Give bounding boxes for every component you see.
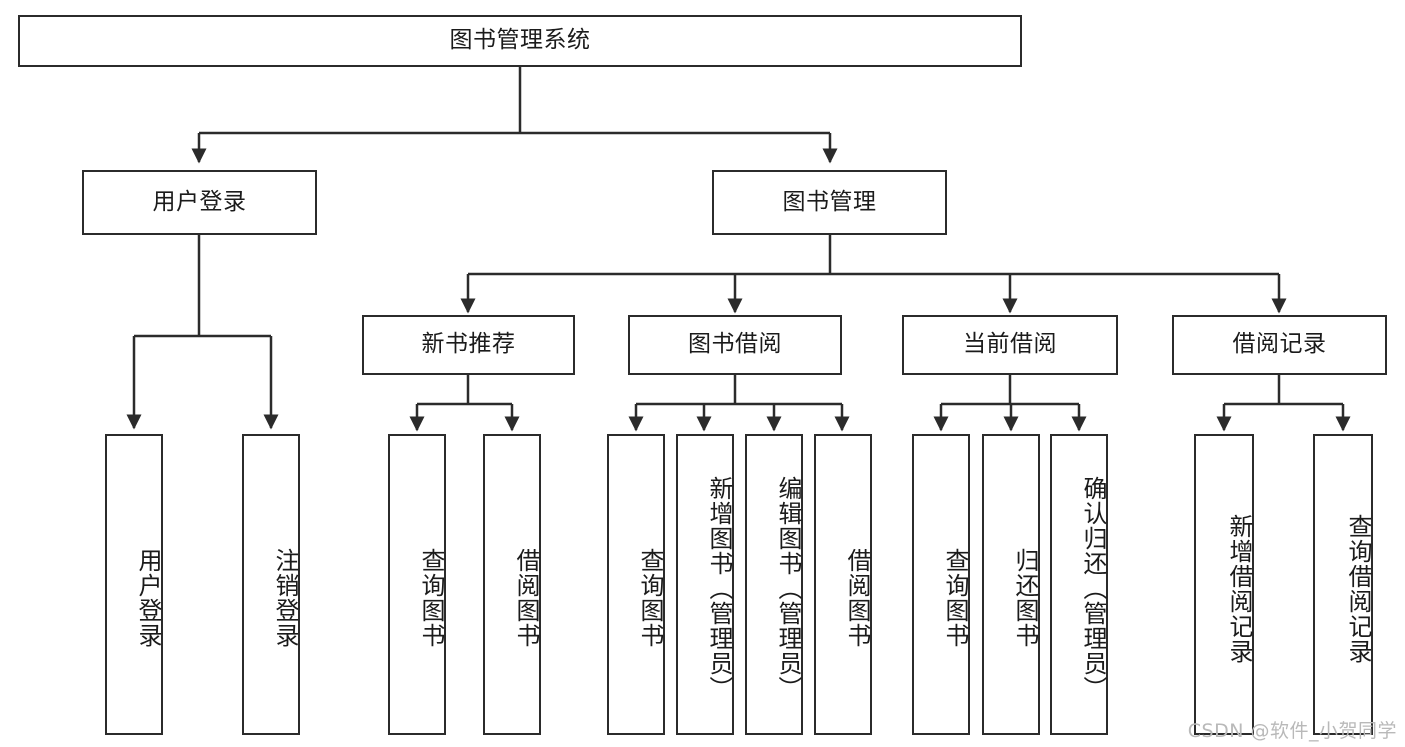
leaf-user-login-signin[interactable]: 用户登录	[105, 434, 163, 735]
node-label: 图书借阅	[688, 331, 782, 358]
node-label: 借阅图书	[843, 547, 871, 648]
node-label: 注销登录	[271, 547, 299, 648]
node-label: 归还图书	[1011, 547, 1039, 648]
leaf-current-borrow-return[interactable]: 归还图书	[982, 434, 1040, 735]
node-label: 查询图书	[417, 547, 445, 648]
node-label: 查询图书	[636, 547, 664, 648]
node-label: 新书推荐	[421, 331, 516, 358]
node-user-login[interactable]: 用户登录	[82, 170, 317, 235]
node-label: 当前借阅	[963, 331, 1057, 358]
leaf-book-borrow-query[interactable]: 查询图书	[607, 434, 665, 735]
node-label: 确认归还（管理员）	[1079, 476, 1107, 701]
leaf-book-borrow-add[interactable]: 新增图书（管理员）	[676, 434, 734, 735]
leaf-borrow-record-add[interactable]: 新增借阅记录	[1194, 434, 1254, 735]
node-label: 新增图书（管理员）	[705, 476, 733, 701]
node-current-borrow[interactable]: 当前借阅	[902, 315, 1118, 375]
leaf-book-borrow-borrow[interactable]: 借阅图书	[814, 434, 872, 735]
node-book-borrow[interactable]: 图书借阅	[628, 315, 842, 375]
node-label: 借阅记录	[1232, 331, 1327, 358]
leaf-borrow-record-query[interactable]: 查询借阅记录	[1313, 434, 1373, 735]
node-borrow-record[interactable]: 借阅记录	[1172, 315, 1387, 375]
leaf-current-borrow-query[interactable]: 查询图书	[912, 434, 970, 735]
leaf-current-borrow-confirm-return[interactable]: 确认归还（管理员）	[1050, 434, 1108, 735]
node-label: 新增借阅记录	[1225, 513, 1253, 664]
node-root-library-system[interactable]: 图书管理系统	[18, 15, 1022, 67]
node-label: 用户登录	[134, 547, 162, 648]
node-label: 查询借阅记录	[1344, 513, 1372, 664]
node-label: 用户登录	[152, 188, 247, 215]
node-label: 图书管理	[782, 188, 877, 215]
node-label: 借阅图书	[512, 547, 540, 648]
node-book-management[interactable]: 图书管理	[712, 170, 947, 235]
leaf-user-login-signout[interactable]: 注销登录	[242, 434, 300, 735]
node-new-book-recommend[interactable]: 新书推荐	[362, 315, 575, 375]
leaf-new-book-query[interactable]: 查询图书	[388, 434, 446, 735]
leaf-book-borrow-edit[interactable]: 编辑图书（管理员）	[745, 434, 803, 735]
node-label: 图书管理系统	[449, 27, 591, 54]
csdn-watermark: CSDN @软件_小贺同学	[1187, 720, 1397, 742]
leaf-new-book-borrow[interactable]: 借阅图书	[483, 434, 541, 735]
node-label: 编辑图书（管理员）	[774, 476, 802, 701]
node-label: 查询图书	[941, 547, 969, 648]
